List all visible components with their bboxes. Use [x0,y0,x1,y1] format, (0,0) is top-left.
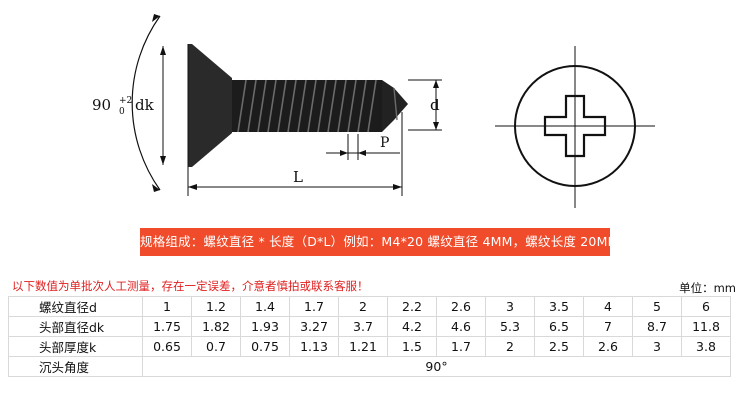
table-cell: 2 [485,336,535,357]
table-cell: 3.7 [338,316,388,337]
angle-label: 90 [92,96,111,114]
head-top-view [514,65,636,187]
angle-tolerance-lower: 0 [119,107,125,117]
angle-value-cell: 90° [142,356,731,377]
diameter-label: d [430,96,440,114]
row-header: 头部直径dk [8,316,143,337]
head-diameter-label: dk [135,96,155,114]
table-cell: 2.2 [387,296,437,317]
table-cell: 1.2 [191,296,241,317]
angle-tolerance-upper: +2 [119,96,132,106]
table-cell: 3 [485,296,535,317]
table-cell: 3 [632,336,682,357]
screw-drawing: 90 +2 0 dk L d P [92,14,655,208]
table-cell: 3.8 [681,336,731,357]
length-label: L [293,168,303,186]
table-cell: 1.93 [240,316,290,337]
table-cell: 1.5 [387,336,437,357]
table-cell: 1.13 [289,336,339,357]
table-cell: 1.4 [240,296,290,317]
table-cell: 2.6 [583,336,633,357]
table-cell: 1.21 [338,336,388,357]
phillips-cross-icon [543,94,607,158]
pitch-label: P [380,135,389,151]
spec-format-banner: 规格组成：螺纹直径 * 长度（D*L）例如：M4*20 螺纹直径 4MM，螺纹长… [140,228,618,256]
table-cell: 3.27 [289,316,339,337]
table-cell: 4 [583,296,633,317]
table-cell: 6 [681,296,731,317]
table-cell: 4.2 [387,316,437,337]
table-row: 头部厚度k 0.65 0.7 0.75 1.13 1.21 1.5 1.7 2 … [8,336,731,357]
table-cell: 1 [142,296,192,317]
table-cell: 2.6 [436,296,486,317]
table-cell: 2 [338,296,388,317]
measurement-notice: 以下数值为单批次人工测量，存在一定误差，介意者慎拍或联系客服！ [12,279,369,293]
unit-label: 单位：mm [679,281,736,295]
angle-arc [131,15,161,191]
table-cell: 1.7 [289,296,339,317]
table-cell: 0.65 [142,336,192,357]
table-cell: 3.5 [534,296,584,317]
screw-shank [232,80,382,132]
table-cell: 1.75 [142,316,192,337]
table-cell: 11.8 [681,316,731,337]
table-cell: 6.5 [534,316,584,337]
table-cell: 5 [632,296,682,317]
table-cell: 0.7 [191,336,241,357]
row-header: 头部厚度k [8,336,143,357]
row-header: 螺纹直径d [8,296,143,317]
table-cell: 0.75 [240,336,290,357]
table-cell: 1.7 [436,336,486,357]
table-row: 头部直径dk 1.75 1.82 1.93 3.27 3.7 4.2 4.6 5… [8,316,731,337]
table-cell: 8.7 [632,316,682,337]
table-cell: 2.5 [534,336,584,357]
table-cell: 4.6 [436,316,486,337]
table-cell: 5.3 [485,316,535,337]
spec-table: 螺纹直径d 1 1.2 1.4 1.7 2 2.2 2.6 3 3.5 4 5 … [8,296,731,377]
table-row: 沉头角度 90° [8,356,731,377]
row-header: 沉头角度 [8,356,143,377]
screw-head [188,44,232,167]
table-cell: 7 [583,316,633,337]
table-cell: 1.82 [191,316,241,337]
table-row: 螺纹直径d 1 1.2 1.4 1.7 2 2.2 2.6 3 3.5 4 5 … [8,296,731,317]
